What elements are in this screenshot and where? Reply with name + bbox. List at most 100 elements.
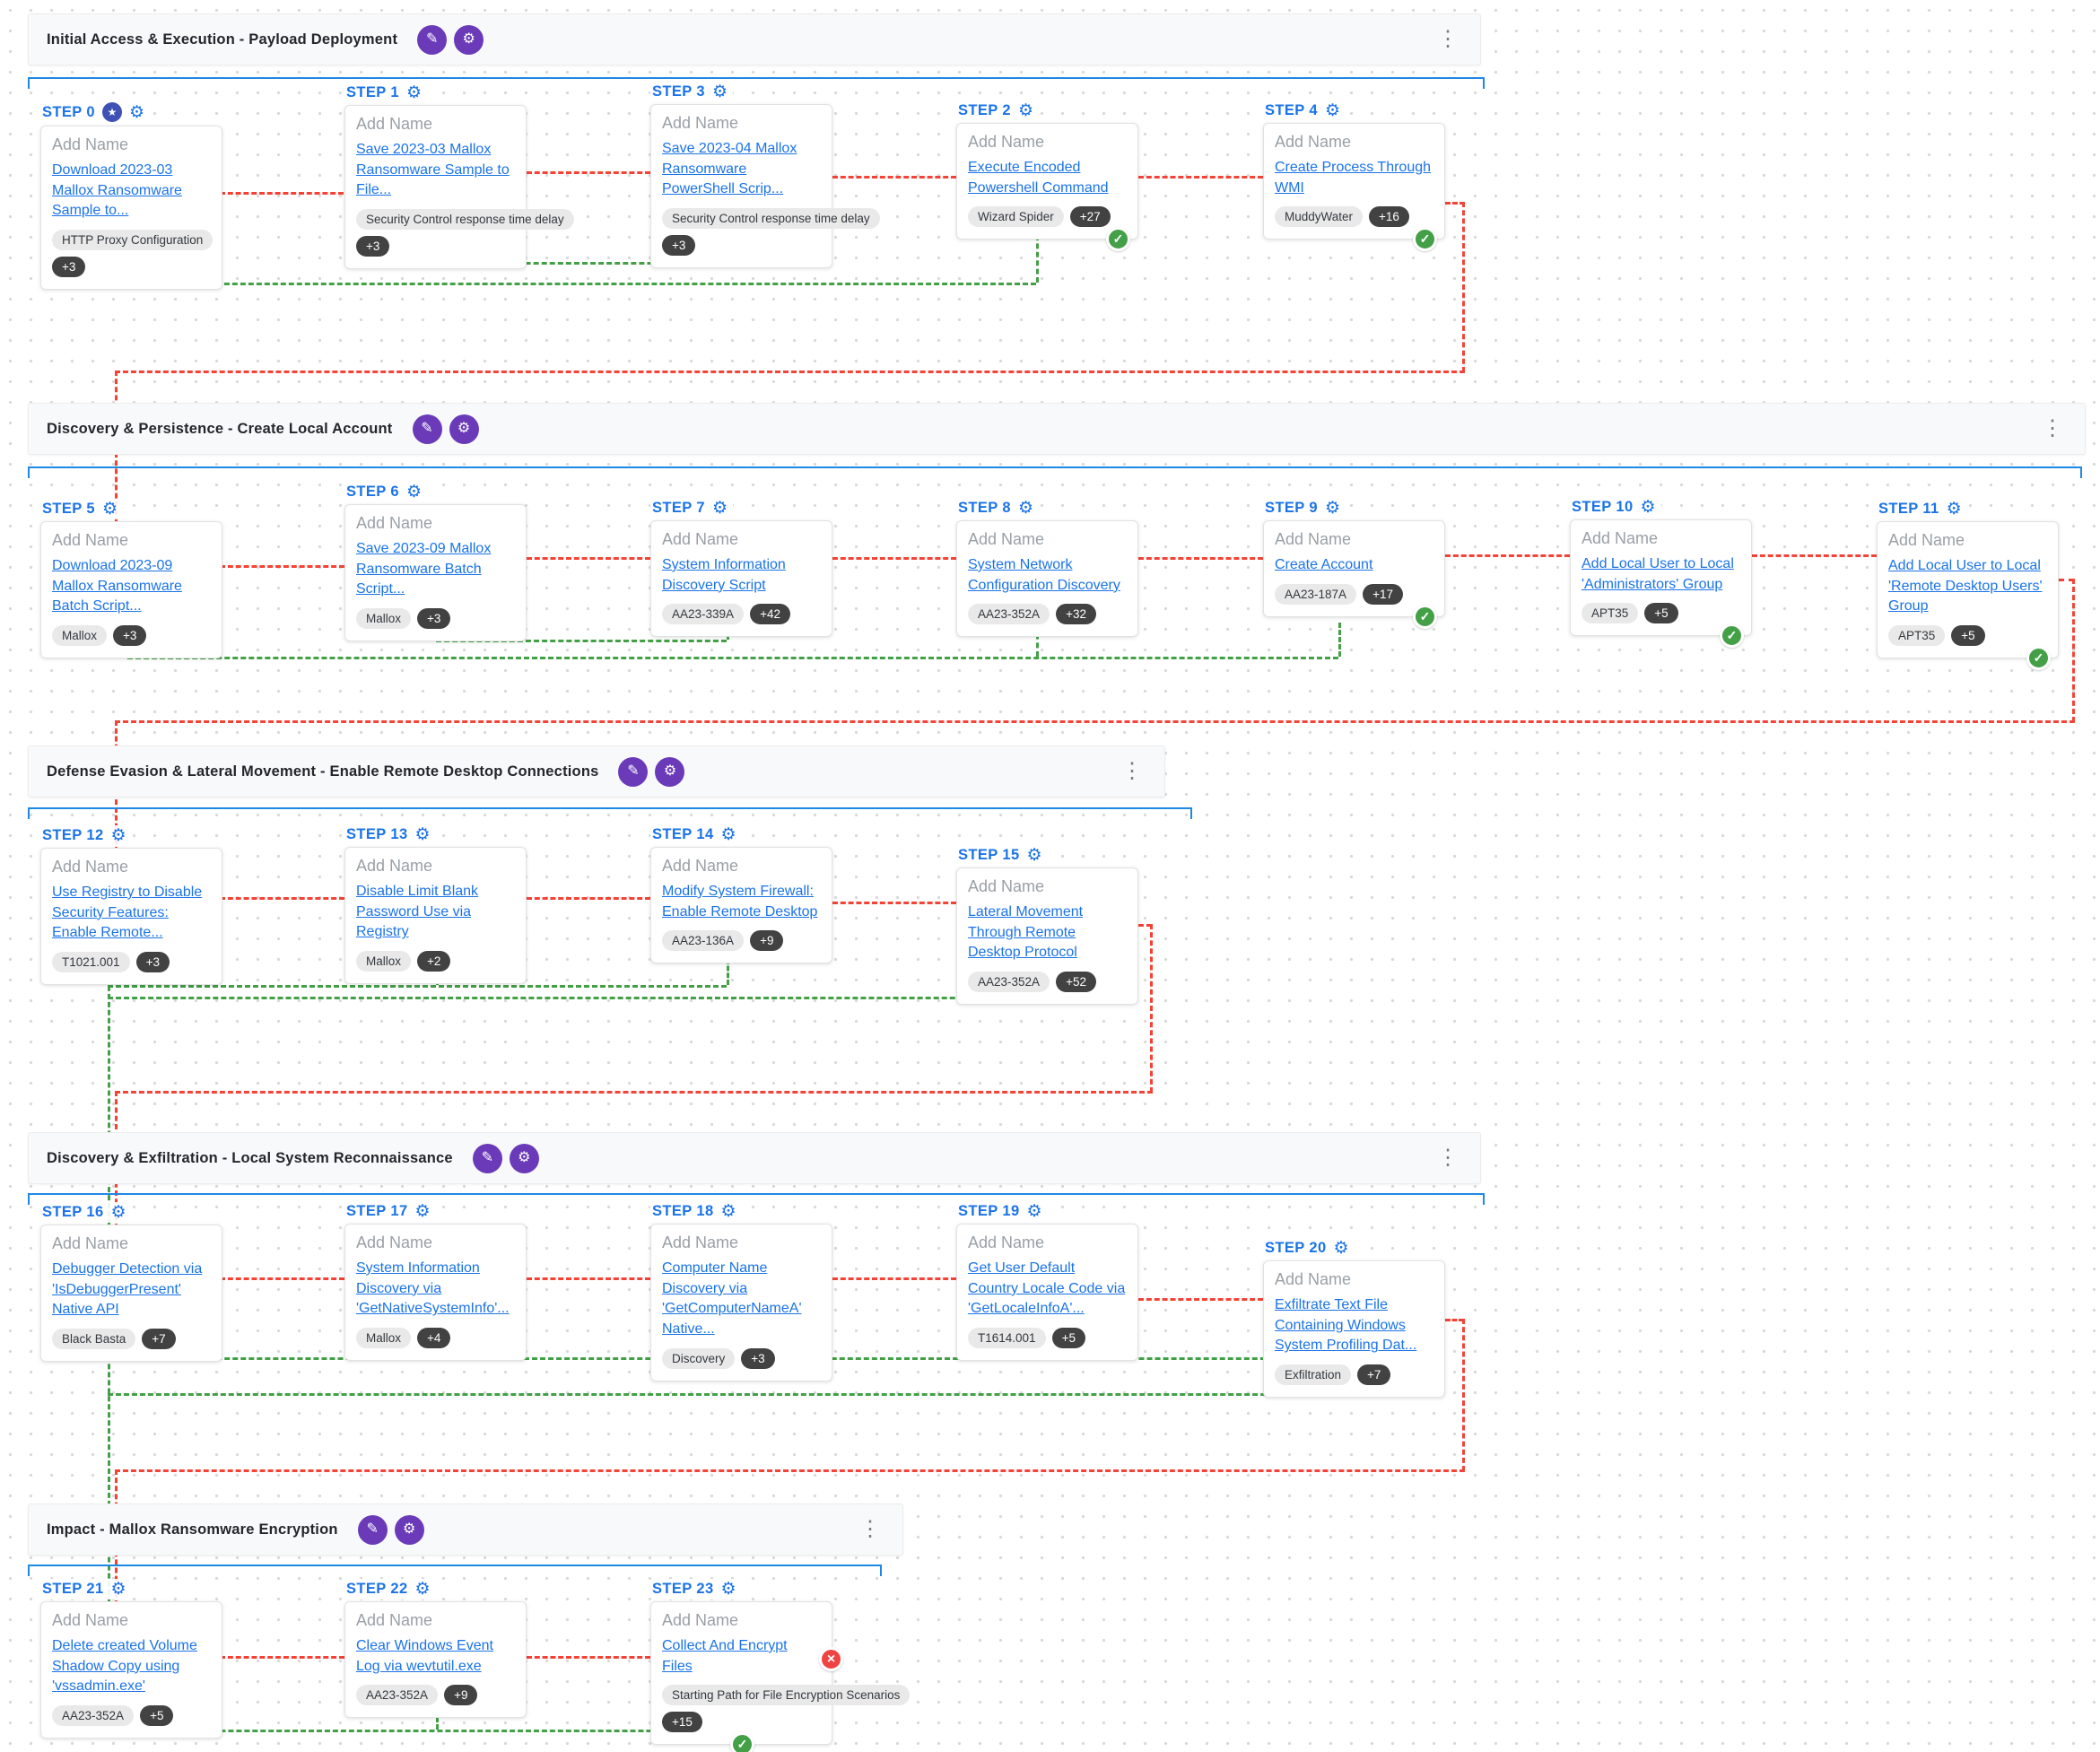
phase-edit-button[interactable]: ✎ <box>472 1143 502 1173</box>
step-chip[interactable]: AA23-136A <box>662 930 745 952</box>
step-chip[interactable]: Exfiltration <box>1275 1364 1352 1386</box>
step-scenario-link[interactable]: Download 2023-09 Mallox Ransomware Batch… <box>52 558 182 615</box>
step-chip[interactable]: +15 <box>662 1712 702 1733</box>
step-chip[interactable]: MuddyWater <box>1275 206 1364 228</box>
step-chip[interactable]: HTTP Proxy Configuration <box>52 230 213 251</box>
step-chip[interactable]: +5 <box>140 1705 174 1727</box>
step-name-input[interactable]: Add Name <box>662 1611 739 1629</box>
step-chip[interactable]: +9 <box>750 930 784 952</box>
step-chip[interactable]: +3 <box>741 1347 775 1369</box>
step-chip[interactable]: Discovery <box>662 1347 736 1369</box>
phase-edit-button[interactable]: ✎ <box>357 1514 388 1545</box>
phase-settings-button[interactable]: ⚙ <box>509 1143 539 1173</box>
step-scenario-link[interactable]: Delete created Volume Shadow Copy using … <box>52 1638 197 1695</box>
step-chip[interactable]: T1021.001 <box>52 952 130 973</box>
step-name-input[interactable]: Add Name <box>1582 529 1659 547</box>
step-chip[interactable]: Starting Path for File Encryption Scenar… <box>662 1685 911 1706</box>
step-scenario-link[interactable]: Collect And Encrypt Files <box>662 1638 788 1674</box>
step-scenario-link[interactable]: Disable Limit Blank Password Use via Reg… <box>356 884 479 940</box>
step-scenario-link[interactable]: Exfiltrate Text File Containing Windows … <box>1275 1297 1417 1354</box>
step-name-input[interactable]: Add Name <box>356 1611 433 1629</box>
step-name-input[interactable]: Add Name <box>356 115 433 133</box>
step-scenario-link[interactable]: Save 2023-04 Mallox Ransomware PowerShel… <box>662 141 797 197</box>
step-settings-icon[interactable]: ⚙ <box>1017 101 1034 120</box>
step-settings-icon[interactable]: ⚙ <box>110 1580 126 1599</box>
step-scenario-link[interactable]: Modify System Firewall: Enable Remote De… <box>662 884 818 920</box>
step-settings-icon[interactable]: ⚙ <box>720 1202 736 1221</box>
step-settings-icon[interactable]: ⚙ <box>1324 499 1341 518</box>
phase-settings-button[interactable]: ⚙ <box>454 24 484 55</box>
step-chip[interactable]: APT35 <box>1582 603 1639 624</box>
step-chip[interactable]: Mallox <box>356 608 412 630</box>
step-settings-icon[interactable]: ⚙ <box>711 499 728 518</box>
step-scenario-link[interactable]: Lateral Movement Through Remote Desktop … <box>968 904 1084 961</box>
step-chip[interactable]: Mallox <box>356 951 412 972</box>
phase-menu-button[interactable]: ⋮ <box>1118 761 1146 782</box>
step-chip[interactable]: +3 <box>417 608 451 630</box>
step-name-input[interactable]: Add Name <box>662 857 739 875</box>
step-chip[interactable]: AA23-187A <box>1275 583 1357 605</box>
step-settings-icon[interactable]: ⚙ <box>720 825 736 844</box>
step-chip[interactable]: AA23-352A <box>52 1705 135 1727</box>
step-chip[interactable]: +4 <box>417 1328 451 1349</box>
step-chip[interactable]: +2 <box>417 951 451 972</box>
step-chip[interactable]: AA23-352A <box>968 972 1050 993</box>
step-chip[interactable]: +3 <box>356 236 390 257</box>
step-scenario-link[interactable]: Debugger Detection via 'IsDebuggerPresen… <box>52 1261 203 1318</box>
step-scenario-link[interactable]: Create Process Through WMI <box>1275 160 1432 196</box>
step-settings-icon[interactable]: ⚙ <box>720 1580 736 1599</box>
step-chip[interactable]: +3 <box>662 235 696 257</box>
step-chip[interactable]: +7 <box>142 1329 176 1350</box>
step-chip[interactable]: AA23-352A <box>968 604 1050 625</box>
phase-edit-button[interactable]: ✎ <box>618 756 649 787</box>
step-scenario-link[interactable]: Execute Encoded Powershell Command <box>968 160 1109 196</box>
step-settings-icon[interactable]: ⚙ <box>101 500 118 519</box>
step-scenario-link[interactable]: Download 2023-03 Mallox Ransomware Sampl… <box>52 162 182 219</box>
step-chip[interactable]: AA23-339A <box>662 604 745 625</box>
step-name-input[interactable]: Add Name <box>1275 1270 1352 1288</box>
step-settings-icon[interactable]: ⚙ <box>1324 101 1341 120</box>
step-chip[interactable]: Mallox <box>52 625 108 647</box>
step-name-input[interactable]: Add Name <box>662 1233 739 1251</box>
step-name-input[interactable]: Add Name <box>1275 133 1352 151</box>
step-chip[interactable]: +7 <box>1357 1364 1391 1386</box>
step-chip[interactable]: APT35 <box>1888 625 1946 647</box>
step-name-input[interactable]: Add Name <box>1275 530 1352 548</box>
phase-menu-button[interactable]: ⋮ <box>1433 1147 1462 1169</box>
step-scenario-link[interactable]: System Information Discovery via 'GetNat… <box>356 1260 510 1317</box>
step-settings-icon[interactable]: ⚙ <box>405 83 423 102</box>
step-scenario-link[interactable]: Create Account <box>1275 557 1373 572</box>
step-chip[interactable]: +3 <box>113 625 147 647</box>
step-chip[interactable]: Security Control response time delay <box>356 209 574 231</box>
step-chip[interactable]: +32 <box>1056 604 1096 625</box>
step-name-input[interactable]: Add Name <box>356 857 433 875</box>
step-name-input[interactable]: Add Name <box>968 530 1045 548</box>
step-name-input[interactable]: Add Name <box>968 1233 1045 1251</box>
phase-settings-button[interactable]: ⚙ <box>449 414 479 444</box>
step-chip[interactable]: +3 <box>52 257 86 278</box>
step-name-input[interactable]: Add Name <box>356 1233 433 1251</box>
step-chip[interactable]: +17 <box>1363 583 1403 605</box>
step-chip[interactable]: AA23-352A <box>356 1685 439 1706</box>
step-settings-icon[interactable]: ⚙ <box>1017 499 1034 518</box>
step-name-input[interactable]: Add Name <box>52 135 129 153</box>
step-settings-icon[interactable]: ⚙ <box>414 1202 431 1221</box>
phase-settings-button[interactable]: ⚙ <box>394 1514 424 1545</box>
